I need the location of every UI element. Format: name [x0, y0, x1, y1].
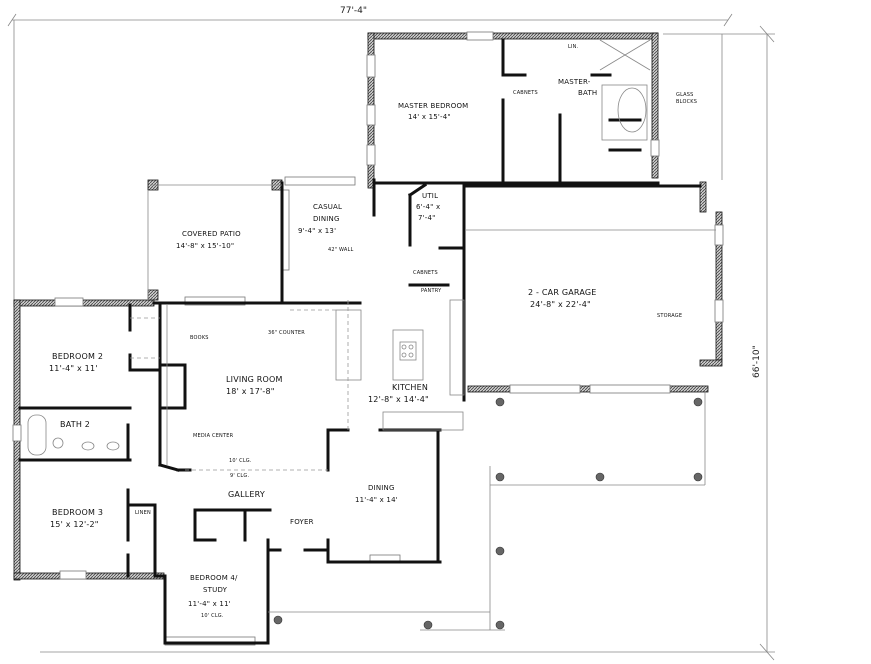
- bedroom4-label: BEDROOM 4/: [190, 574, 238, 582]
- bedroom4-size: 11'-4" x 11': [188, 600, 231, 608]
- util-cabinets-label: CABNETS: [413, 270, 438, 276]
- garage-size: 24'-8" x 22'-4": [530, 300, 591, 309]
- interior-walls: [18, 38, 702, 645]
- dimension-lines: [7, 13, 775, 661]
- windows: [12, 31, 724, 646]
- master-linen-label: LIN.: [568, 44, 579, 50]
- covered-patio-label: COVERED PATIO: [182, 230, 241, 238]
- overall-depth-dimension: 66'-10": [752, 345, 762, 378]
- util-label: UTIL: [422, 192, 439, 200]
- master-cabinets-label: CABNETS: [513, 90, 538, 96]
- dashed-lines: [130, 300, 349, 471]
- bedroom4-label-2: STUDY: [203, 586, 228, 594]
- master-bath-label: MASTER-: [558, 78, 591, 86]
- ceiling-9-label: 9' CLG.: [230, 473, 250, 479]
- master-bath-label-2: BATH: [578, 89, 598, 97]
- bedroom3-size: 15' x 12'-2": [50, 520, 99, 529]
- bedroom2-size: 11'-4" x 11': [49, 364, 98, 373]
- foyer-label: FOYER: [290, 518, 314, 526]
- bath2-label: BATH 2: [60, 420, 91, 429]
- glass-blocks-label: GLASS: [676, 92, 694, 98]
- casual-dining-label-2: DINING: [313, 215, 340, 223]
- master-bedroom-label: MASTER BEDROOM: [398, 102, 469, 110]
- casual-dining-label: CASUAL: [313, 203, 343, 211]
- master-bedroom-size: 14' x 15'-4": [408, 113, 451, 121]
- dining-size: 11'-4" x 14': [355, 496, 398, 504]
- living-room-size: 18' x 17'-8": [226, 387, 275, 396]
- kitchen-size: 12'-8" x 14'-4": [368, 395, 429, 404]
- covered-patio-size: 14'-8" x 15'-10": [176, 242, 235, 250]
- util-size-2: 7'-4": [418, 214, 436, 222]
- media-center-label: MEDIA CENTER: [193, 433, 234, 439]
- pantry-label: PANTRY: [421, 288, 442, 294]
- wall-42-label: 42" WALL: [328, 247, 354, 253]
- util-size: 6'-4" x: [416, 203, 441, 211]
- glass-blocks-label-2: BLOCKS: [676, 99, 698, 105]
- bedroom2-label: BEDROOM 2: [52, 352, 104, 361]
- counter-label: 36" COUNTER: [268, 330, 305, 336]
- books-label: BOOKS: [190, 335, 209, 341]
- living-room-label: LIVING ROOM: [226, 375, 283, 384]
- garage-label: 2 - CAR GARAGE: [528, 288, 597, 297]
- porch-columns: [273, 397, 703, 630]
- bedroom4-ceiling: 10' CLG.: [201, 613, 224, 619]
- gallery-label: GALLERY: [228, 490, 265, 499]
- casual-dining-size: 9'-4" x 13': [298, 227, 337, 235]
- linen-label: LINEN: [135, 510, 151, 516]
- fixtures: [27, 39, 716, 631]
- bedroom3-label: BEDROOM 3: [52, 508, 104, 517]
- storage-label: STORAGE: [657, 313, 683, 319]
- dining-label: DINING: [368, 484, 395, 492]
- kitchen-label: KITCHEN: [392, 383, 429, 392]
- overall-width-dimension: 77'-4": [340, 6, 368, 16]
- ceiling-10-label: 10' CLG.: [229, 458, 252, 464]
